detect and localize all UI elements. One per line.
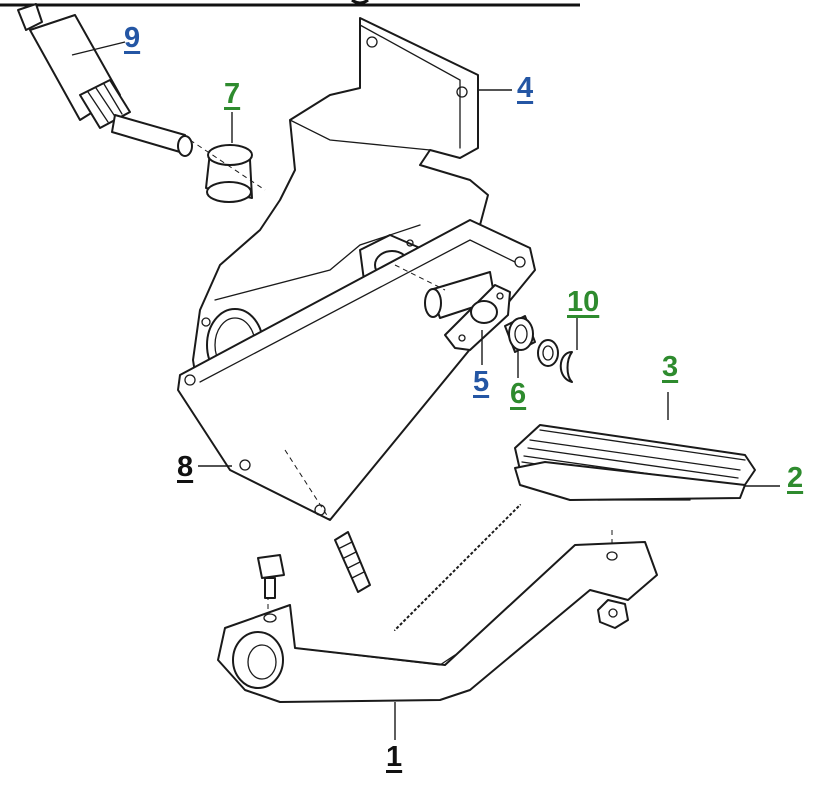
callout-6[interactable]: 6	[510, 378, 527, 410]
part-6-bushing	[504, 315, 536, 378]
part-2-pad-base	[514, 461, 780, 501]
stud	[334, 531, 371, 593]
callout-2[interactable]: 2	[787, 462, 804, 494]
callout-8[interactable]: 8	[177, 451, 194, 483]
callout-1[interactable]: 1	[386, 741, 403, 773]
part-10-washer-clip	[537, 318, 578, 383]
part-7-bushing	[205, 112, 253, 203]
top-border	[0, 0, 580, 7]
part-1-pedal-lever	[217, 541, 658, 740]
return-spring	[392, 502, 523, 633]
callout-5[interactable]: 5	[473, 366, 490, 398]
part-5-pivot-pin	[424, 271, 511, 365]
callout-3[interactable]: 3	[662, 351, 679, 383]
nut	[597, 599, 629, 629]
callout-4[interactable]: 4	[517, 72, 534, 104]
part-9-shaft	[17, 3, 193, 157]
callout-7[interactable]: 7	[224, 78, 241, 110]
callout-10[interactable]: 10	[567, 286, 600, 318]
callout-9[interactable]: 9	[124, 22, 141, 54]
bolt	[257, 554, 285, 599]
